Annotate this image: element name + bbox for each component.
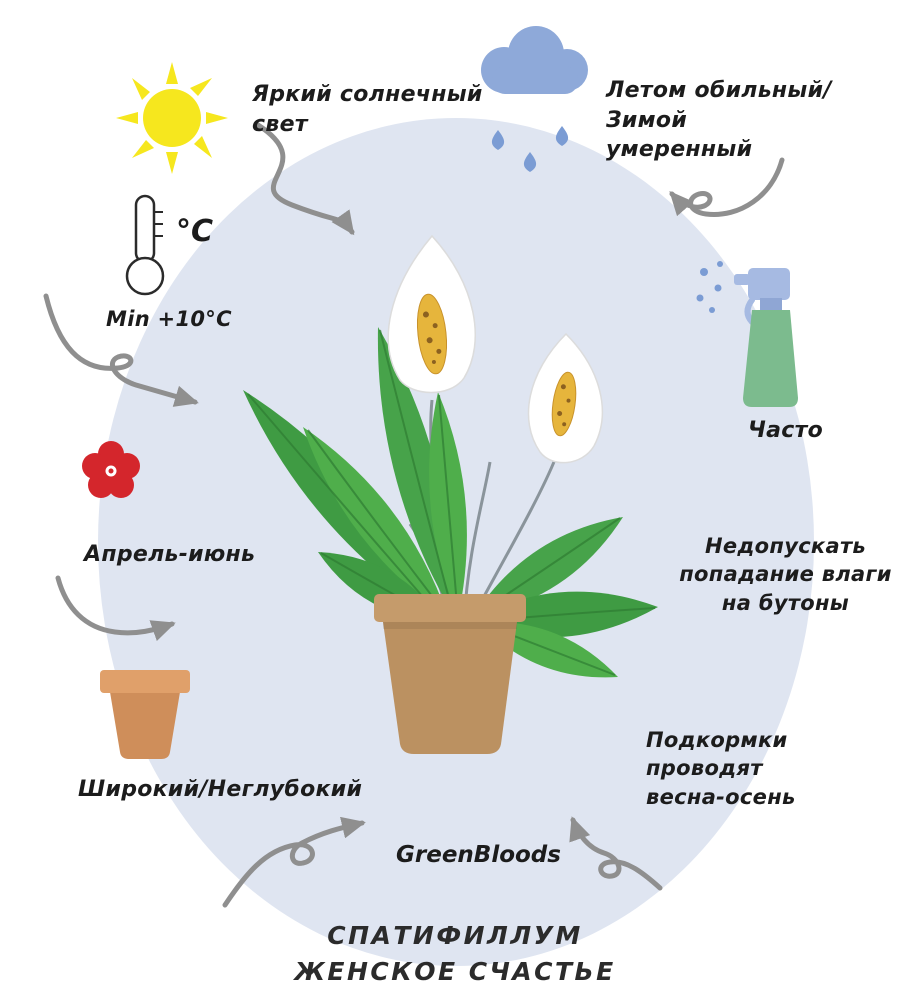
brand-label: GreenBloods xyxy=(396,842,561,868)
spadix xyxy=(551,371,577,437)
flower-icon xyxy=(82,441,140,498)
spadix xyxy=(416,293,448,375)
sun-icon xyxy=(116,62,228,174)
spray-bottle-shape xyxy=(734,268,798,407)
temp-unit-label: °C xyxy=(176,214,214,249)
title-line-1: СПАТИФИЛЛУМ xyxy=(327,921,583,950)
arrow-watering xyxy=(669,157,785,217)
light-label: Яркий солнечный свет xyxy=(252,82,483,137)
temp-min-label: Min +10°C xyxy=(106,307,232,331)
plant-title: СПАТИФИЛЛУМ ЖЕНСКОЕ СЧАСТЬЕ xyxy=(0,918,910,991)
fertilizer-label: Подкормки проводят весна-осень xyxy=(646,728,796,809)
title-line-2: ЖЕНСКОЕ СЧАСТЬЕ xyxy=(294,957,616,987)
spray-bottle-icon xyxy=(696,261,798,407)
moisture-warning-label: Недопускать попадание влаги на бутоны xyxy=(679,534,892,615)
plant-illustration xyxy=(243,234,658,754)
pot-label: Широкий/Неглубокий xyxy=(78,777,363,802)
thermometer-icon xyxy=(125,194,165,296)
spray-label: Часто xyxy=(748,418,824,443)
spray-droplets xyxy=(696,261,723,313)
plant-pot xyxy=(374,594,526,754)
rain-cloud-icon xyxy=(481,26,588,172)
flower-pot-icon xyxy=(100,670,190,759)
watering-label: Летом обильный/ Зимой умеренный xyxy=(606,78,832,163)
bloom-label: Апрель-июнь xyxy=(84,542,256,567)
cloud-shape xyxy=(481,26,588,94)
raindrop-icon xyxy=(491,126,569,172)
spathe-flowers xyxy=(387,234,604,464)
